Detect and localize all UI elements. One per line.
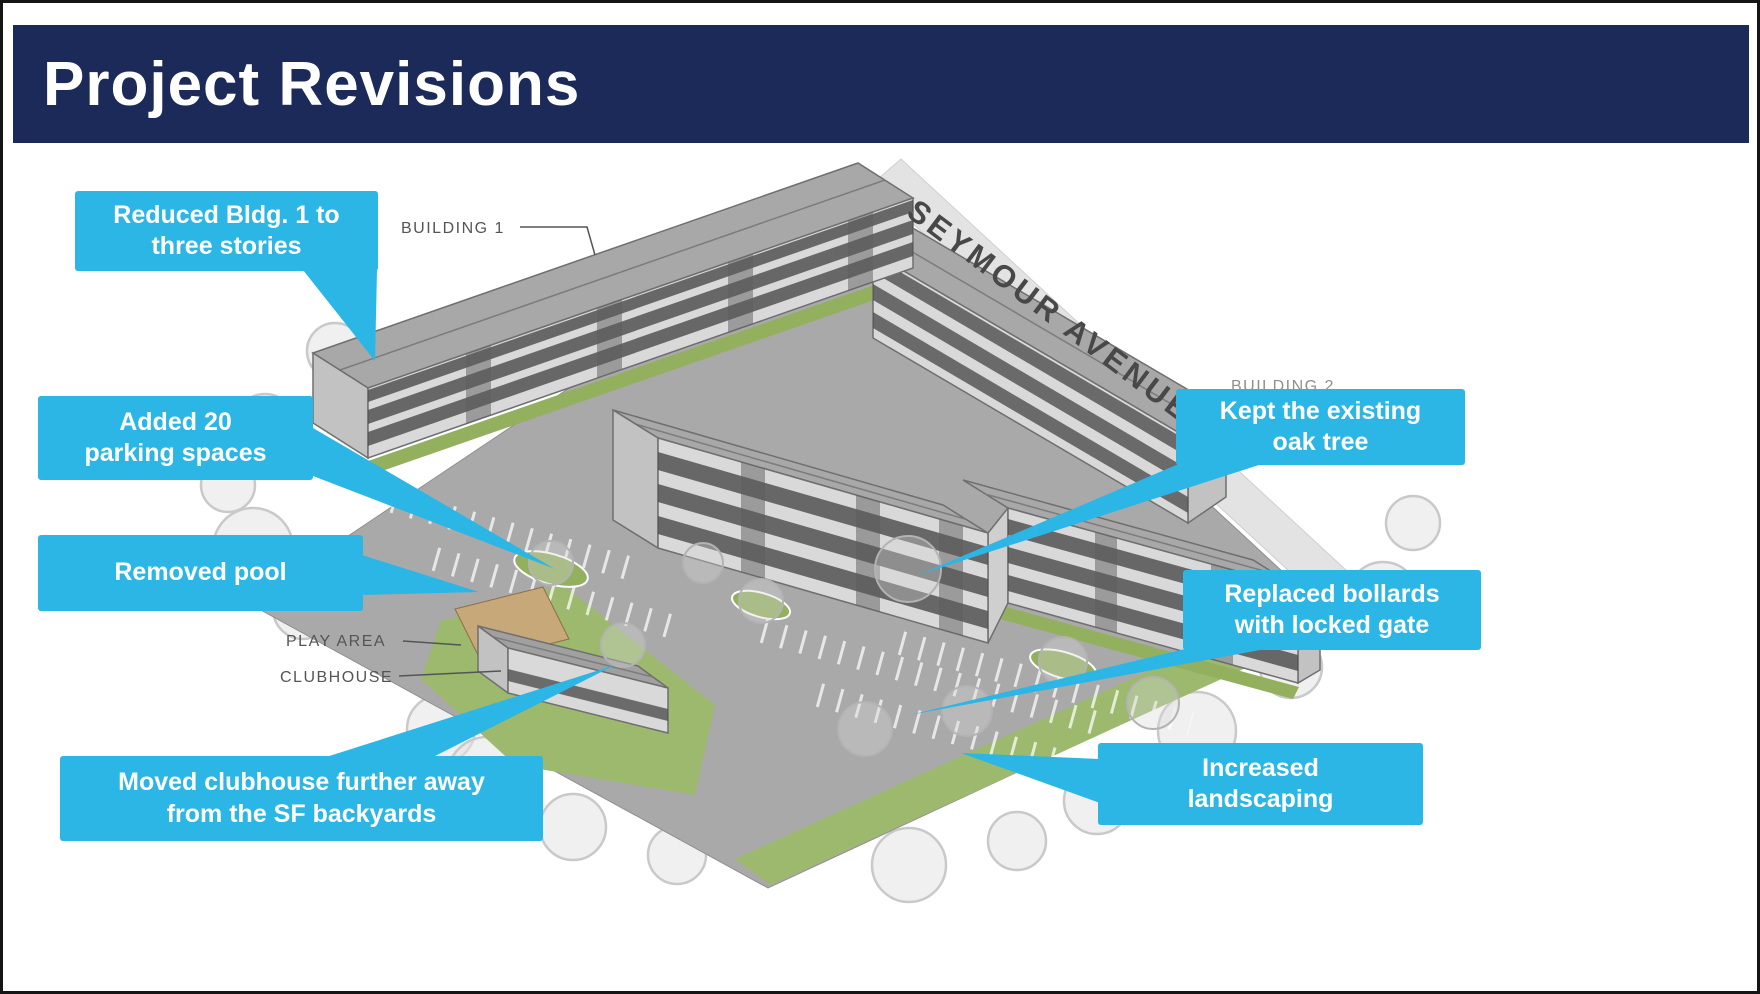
tree [738,578,784,624]
play-area-label: PLAY AREA [286,633,386,650]
pointer-added-parking [313,428,555,569]
window-band [658,484,988,597]
parking-island [730,589,792,621]
pointer-increased-landscaping [961,753,1100,803]
tree [1126,676,1180,730]
site-plan-rendering: BUILDING 1 BUILDING 2 PLAY AREA CLUBHOUS… [199,158,1442,904]
window-band [368,242,913,446]
facade-bay [466,345,491,424]
callout-removed-pool: Removed pool [38,535,363,611]
header: Project Revisions [13,25,1749,143]
tree [837,701,893,757]
roof-ridge [492,636,654,678]
facade-bay [856,495,880,612]
callout-kept-oak-tree: Kept the existing oak tree [1176,389,1465,465]
tree [874,535,942,603]
callout-pointers [303,270,1271,803]
play-area-leader-line [402,640,462,646]
building1 [311,162,915,460]
facade-bay [741,462,765,579]
window-band [658,516,988,629]
page-title: Project Revisions [43,49,581,119]
window-band [873,256,1188,457]
building1-label: BUILDING 1 [401,220,505,237]
callout-replaced-bollards: Replaced bollards with locked gate [1183,570,1481,650]
tree [682,542,724,584]
roof-ridge [891,239,1208,426]
callout-increased-landscaping: Increased landscaping [1098,743,1423,825]
window-band [368,200,913,402]
callout-moved-clubhouse: Moved clubhouse further away from the SF… [60,756,543,841]
roof-ridge [339,179,886,371]
parking-stripe-row [431,547,677,639]
window-band [508,669,668,721]
clubhouse-leader-line [398,670,502,677]
tree [528,540,574,586]
window-band [873,284,1188,485]
building1-front-planting [368,271,929,471]
building2-front-planting [1000,607,1299,699]
window-band [873,312,1188,513]
facade-bay [1095,532,1117,633]
roof-ridge [634,423,966,520]
pointer-kept-oak-tree [918,463,1265,575]
clubhouse-label: CLUBHOUSE [280,669,393,686]
callout-reduced-bldg1: Reduced Bldg. 1 to three stories [75,191,378,271]
facade-bay [728,254,753,333]
center-building [612,408,1009,644]
tree [941,685,993,737]
pointer-reduced-bldg1 [303,270,377,361]
facade-bay [848,212,873,291]
pointer-removed-pool [362,555,479,595]
roof-ridge [984,493,1276,575]
callout-added-parking: Added 20 parking spaces [38,396,313,480]
window-band [368,220,913,424]
tree [986,810,1048,872]
facade-bay [597,299,622,378]
clubhouse-building [477,624,669,734]
tree [870,826,948,904]
pointer-replaced-bollards [910,648,1271,715]
building2-street-wing [871,226,1228,525]
pointer-moved-clubhouse [323,665,615,758]
facade-bay [939,519,963,636]
tree [600,622,646,668]
building1-leader-line [520,226,596,256]
tree [1384,494,1442,552]
tree [538,792,608,862]
site-trees [528,535,1180,757]
